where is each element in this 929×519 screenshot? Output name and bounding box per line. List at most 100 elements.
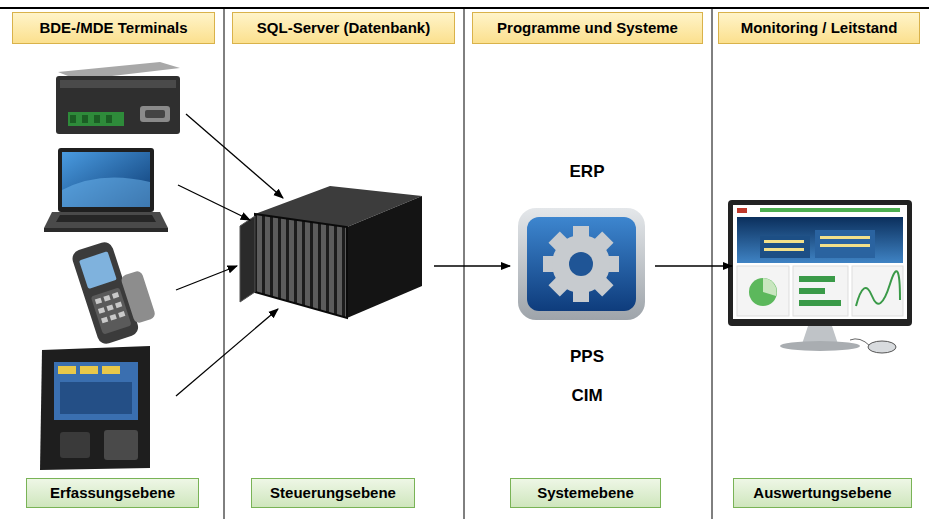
- laptop-keyboard: [56, 215, 156, 222]
- column-header: BDE-/MDE Terminals: [12, 12, 215, 44]
- screen-wave: [62, 178, 150, 208]
- gear-hole: [569, 252, 593, 276]
- icon-face: [527, 217, 636, 311]
- server: [240, 186, 422, 318]
- flow-arrow: [178, 185, 250, 220]
- terminal-screen: [54, 362, 138, 420]
- key: [95, 298, 102, 305]
- screen-photo: [737, 217, 903, 263]
- bar: [799, 288, 825, 294]
- flow-arrow: [176, 266, 237, 290]
- flow-arrow: [176, 309, 278, 396]
- building-lights: [820, 244, 870, 247]
- monitor-foot: [780, 341, 860, 351]
- time-terminal: [40, 346, 150, 470]
- system-label: ERP: [570, 162, 605, 182]
- serial-port: [140, 106, 170, 122]
- key: [115, 302, 122, 309]
- screen-panel: [60, 382, 132, 414]
- icon-frame: [518, 208, 645, 320]
- box-text: Monitoring / Leitstand: [741, 19, 898, 37]
- server-front-edge: [255, 214, 347, 318]
- scanner-grip: [120, 270, 156, 324]
- pie-slice: [763, 278, 777, 296]
- line-chart: [856, 271, 900, 306]
- building-lights: [764, 248, 804, 251]
- mouse: [868, 341, 896, 353]
- box-text: Erfassungsebene: [50, 484, 175, 502]
- key: [101, 317, 108, 324]
- monitor-screen: [733, 205, 907, 319]
- building: [815, 230, 875, 258]
- gear-icon: [518, 208, 645, 320]
- flow-arrow: [655, 265, 732, 266]
- box-text: Steuerungsebene: [270, 484, 396, 502]
- bar: [799, 300, 841, 306]
- layer-label-box: Auswertungsebene: [733, 478, 912, 508]
- column-header: Programme und Systeme: [472, 12, 703, 44]
- system-label: PPS: [570, 347, 604, 367]
- column-header: SQL-Server (Datenbank): [232, 12, 455, 44]
- terminal-housing: [40, 346, 150, 470]
- din-terminal: [56, 62, 180, 134]
- scanner-keypad: [91, 287, 132, 334]
- building-lights: [764, 240, 804, 243]
- screen-button: [80, 366, 98, 374]
- laptop-screen: [62, 152, 150, 207]
- card-reader: [104, 430, 138, 460]
- key: [106, 304, 113, 311]
- laptop-lid: [58, 148, 154, 212]
- device-body: [56, 76, 180, 134]
- laptop: [44, 148, 168, 232]
- box-text: SQL-Server (Datenbank): [257, 19, 430, 37]
- column-header: Monitoring / Leitstand: [718, 12, 920, 44]
- terminal-screw: [106, 115, 112, 123]
- terminal-screw: [94, 115, 100, 123]
- screen-button: [58, 366, 76, 374]
- monitor-frame: [728, 200, 912, 326]
- laptop-edge: [44, 228, 168, 232]
- terminal-screw: [70, 115, 76, 123]
- scanner-screen: [79, 251, 117, 289]
- server-side: [347, 196, 422, 318]
- screen-logo: [737, 208, 747, 213]
- column-divider: [712, 8, 713, 519]
- key: [103, 295, 110, 302]
- flow-arrow: [434, 265, 510, 266]
- chart-panel: [852, 266, 903, 316]
- key: [112, 292, 119, 299]
- box-text: Auswertungsebene: [753, 484, 891, 502]
- card-slot: [60, 432, 90, 458]
- terminal-strip: [68, 112, 124, 126]
- building: [760, 236, 810, 258]
- mouse-cable: [850, 339, 870, 346]
- key: [98, 307, 105, 314]
- box-text: Programme und Systeme: [497, 19, 678, 37]
- layer-label-box: Steuerungsebene: [251, 478, 415, 508]
- terminal-screw: [82, 115, 88, 123]
- pie-chart: [749, 278, 777, 306]
- handheld-scanner: [70, 234, 159, 346]
- box-text: Systemebene: [537, 484, 634, 502]
- screen-button: [102, 366, 120, 374]
- serial-port-pins: [145, 110, 165, 118]
- layer-label-box: Systemebene: [510, 478, 661, 508]
- server-door: [240, 216, 255, 302]
- column-divider: [464, 8, 465, 519]
- layer-label-box: Erfassungsebene: [26, 478, 199, 508]
- flow-arrow: [186, 114, 283, 198]
- screen-menu-bar: [760, 208, 900, 212]
- chart-panel: [737, 266, 789, 316]
- server-front: [255, 214, 347, 318]
- key: [118, 311, 125, 318]
- monitor: [728, 200, 912, 353]
- bar: [799, 276, 835, 282]
- device-band: [60, 80, 176, 88]
- key: [110, 314, 117, 321]
- laptop-base: [44, 212, 168, 228]
- column-divider: [224, 8, 225, 519]
- box-text: BDE-/MDE Terminals: [39, 19, 187, 37]
- building-lights: [820, 236, 870, 239]
- system-label: CIM: [571, 386, 602, 406]
